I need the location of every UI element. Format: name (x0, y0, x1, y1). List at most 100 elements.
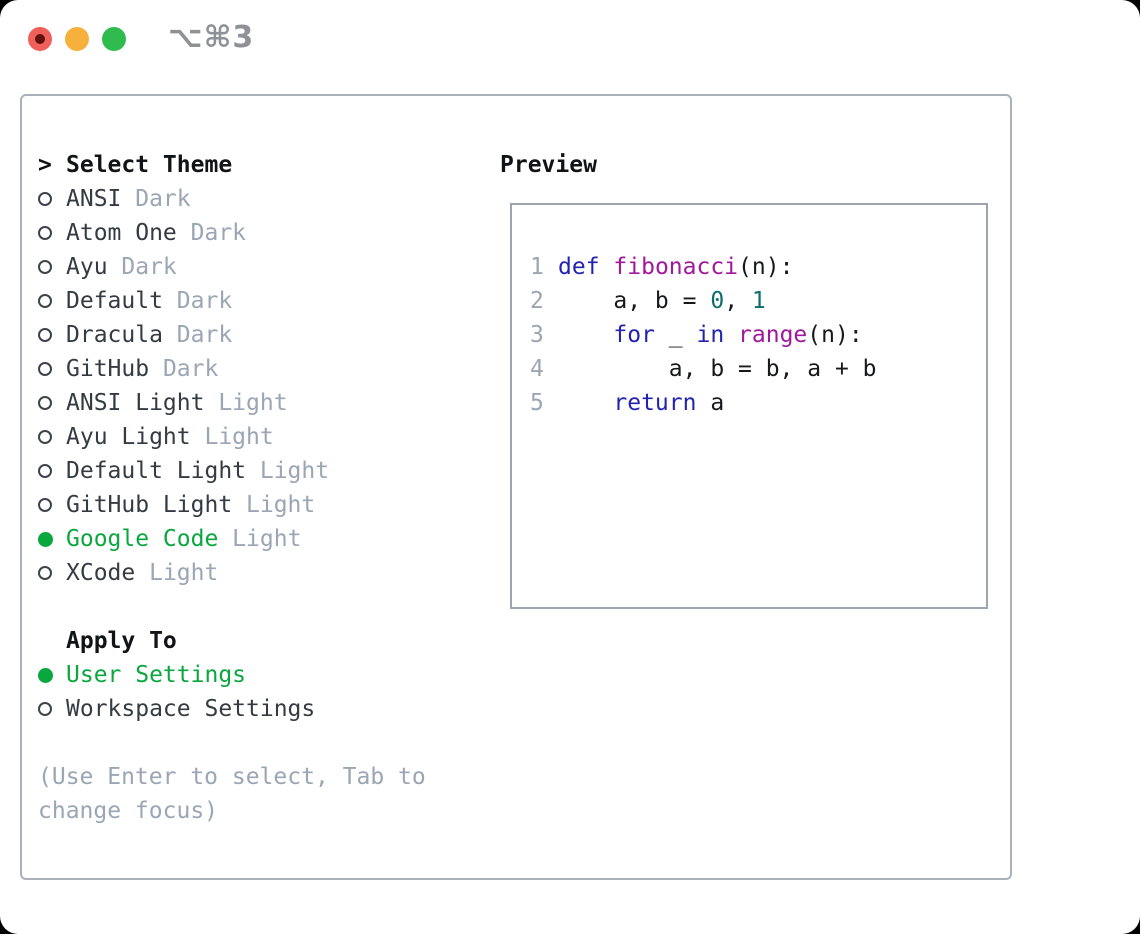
code-token: a, b = b, a + b (558, 356, 877, 382)
theme-option-variant: Light (218, 526, 302, 552)
code-token (600, 254, 614, 280)
focus-arrow-icon: > (38, 152, 52, 178)
theme-list-title: Select Theme (66, 152, 233, 178)
blank-line (530, 216, 986, 250)
radio-icon (38, 226, 66, 240)
code-token: a (696, 390, 725, 416)
code-token (558, 390, 613, 416)
theme-option-label: Default (66, 288, 163, 314)
theme-option-label: Dracula (66, 322, 163, 348)
line-number: 2 (530, 288, 544, 314)
apply-to-header: Apply To (38, 624, 426, 658)
line-number: 1 (530, 254, 544, 280)
selected-radio-icon (38, 531, 66, 547)
theme-option[interactable]: Ayu Dark (38, 250, 426, 284)
theme-option[interactable]: Ayu Light Light (38, 420, 426, 454)
theme-option-variant: Dark (121, 186, 191, 212)
theme-option-variant: Light (246, 458, 330, 484)
code-token: (n): (738, 254, 794, 280)
theme-option-variant: Dark (162, 322, 233, 348)
theme-option-label: ANSI Light (66, 390, 205, 416)
theme-option[interactable]: Default Light Light (38, 454, 426, 488)
code-token: for (613, 322, 655, 348)
theme-option-label: Ayu (66, 254, 108, 280)
line-number: 3 (530, 322, 544, 348)
theme-option-label: Default Light (66, 458, 247, 484)
theme-option-label: GitHub Light (66, 492, 233, 518)
code-line: 4 a, b = b, a + b (530, 352, 986, 386)
code-token: in (696, 322, 725, 348)
radio-icon (38, 430, 66, 444)
code-token: 0 (710, 288, 725, 314)
theme-option-label: Ayu Light (66, 424, 191, 450)
radio-icon (38, 260, 66, 274)
theme-option[interactable]: ANSI Dark (38, 182, 426, 216)
apply-to-title: Apply To (66, 628, 177, 654)
code-line: 5 return a (530, 386, 986, 420)
radio-icon (38, 328, 66, 342)
blank-line (530, 420, 986, 454)
code-token (558, 322, 613, 348)
window-title-shortcut: ⌥⌘3 (168, 20, 255, 55)
theme-list-header: > Select Theme (38, 148, 426, 182)
theme-option[interactable]: Dracula Dark (38, 318, 426, 352)
theme-option-variant: Light (232, 492, 316, 518)
radio-icon (38, 396, 66, 410)
theme-option-variant: Light (135, 560, 219, 586)
apply-to-option-label: Workspace Settings (66, 696, 316, 722)
selected-radio-icon (38, 667, 66, 683)
radio-icon (38, 294, 66, 308)
theme-option[interactable]: ANSI Light Light (38, 386, 426, 420)
preview-title: Preview (500, 152, 597, 178)
theme-option[interactable]: Google Code Light (38, 522, 426, 556)
code-token: a, b = (558, 288, 711, 314)
code-line: 3 for _ in range(n): (530, 318, 986, 352)
code-token: _ (654, 322, 697, 348)
theme-option-label: Atom One (66, 220, 177, 246)
theme-option-variant: Light (204, 390, 288, 416)
radio-icon (38, 464, 66, 478)
code-token: return (613, 390, 697, 416)
apply-to-option[interactable]: User Settings (38, 658, 426, 692)
zoom-button[interactable] (102, 27, 126, 51)
code-line: 1 def fibonacci(n): (530, 250, 986, 284)
help-hint-line2: change focus) (38, 798, 219, 824)
radio-icon (38, 362, 66, 376)
code-token: def (558, 254, 600, 280)
theme-option-variant: Dark (149, 356, 219, 382)
theme-option[interactable]: GitHub Dark (38, 352, 426, 386)
radio-icon (38, 566, 66, 580)
line-number: 5 (530, 390, 544, 416)
help-hint-line1: (Use Enter to select, Tab to (38, 764, 426, 790)
theme-option[interactable]: Default Dark (38, 284, 426, 318)
theme-option-label: ANSI (66, 186, 122, 212)
radio-icon (38, 498, 66, 512)
theme-option-variant: Dark (162, 288, 233, 314)
close-dot-icon (35, 34, 45, 44)
radio-icon (38, 702, 66, 716)
apply-to-option[interactable]: Workspace Settings (38, 692, 426, 726)
theme-option-variant: Dark (107, 254, 177, 280)
line-number: 4 (530, 356, 544, 382)
minimize-button[interactable] (65, 27, 89, 51)
code-token: (n): (807, 322, 863, 348)
code-line: 2 a, b = 0, 1 (530, 284, 986, 318)
code-token: fibonacci (613, 254, 739, 280)
theme-option-variant: Dark (176, 220, 247, 246)
code-token: 1 (751, 288, 766, 314)
spacer-row (38, 726, 426, 760)
spacer-row (38, 590, 426, 624)
theme-option[interactable]: Atom One Dark (38, 216, 426, 250)
radio-icon (38, 192, 66, 206)
code-token: range (738, 322, 808, 348)
apply-to-option-label: User Settings (66, 662, 247, 688)
theme-option-label: Google Code (66, 526, 219, 552)
theme-option[interactable]: GitHub Light Light (38, 488, 426, 522)
code-token (724, 322, 738, 348)
theme-option[interactable]: XCode Light (38, 556, 426, 590)
theme-option-variant: Light (190, 424, 274, 450)
close-button[interactable] (28, 27, 52, 51)
